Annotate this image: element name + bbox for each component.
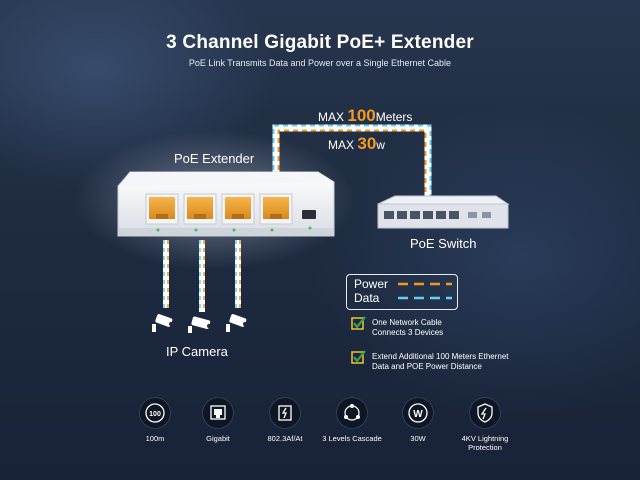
camera-icon [226,314,247,332]
extender-port-1 [145,193,179,232]
extender-label: PoE Extender [174,151,255,166]
power-value: 30 [357,134,377,153]
uplink-cable [272,124,432,206]
icon-label-100m: 100m [145,434,165,443]
page-title: 3 Channel Gigabit PoE+ Extender [166,32,474,53]
distance-prefix: MAX [318,110,345,124]
camera-cable-1 [163,240,169,308]
extender-dc-port [302,210,316,230]
icon-label-8023: 802.3Af/At [267,434,303,443]
extender-port-2 [183,193,217,232]
feature-line: Connects 3 Devices [372,328,444,337]
distance-100m-icon: 100 [140,398,170,428]
standard-8023-icon [270,398,300,428]
icon-label-lightning: 4KV Lightning Protection [452,434,518,452]
icon-label-line: Protection [468,443,502,452]
check-icon [351,316,366,330]
distance-100m-glyph: 100 [149,411,161,418]
legend-power-label: Power [354,277,389,291]
gigabit-port-icon [203,398,233,428]
feature-line: One Network Cable [372,318,442,327]
distance-unit: Meters [375,110,413,124]
icon-label-cascade: 3 Levels Cascade [322,434,382,443]
power-prefix: MAX [328,138,355,152]
icon-label-line: 4KV Lightning [461,434,509,443]
page-subtitle: PoE Link Transmits Data and Power over a… [188,58,452,68]
poe-extender-device [117,171,335,237]
check-icon [351,350,366,364]
poe-switch-device [377,195,510,229]
watt-icon: W [403,398,433,428]
legend-box [346,274,458,310]
camera-label: IP Camera [166,344,228,359]
extender-port-3 [221,193,255,232]
cascade-icon [337,398,367,428]
icon-label-30w: 30W [410,434,426,443]
icon-label-gigabit: Gigabit [206,434,230,443]
feature-line: Extend Additional 100 Meters Ethernet [372,352,509,361]
legend-data-label: Data [354,291,380,305]
switch-label: PoE Switch [410,236,477,251]
feature-item: Extend Additional 100 Meters Ethernet Da… [372,352,509,372]
distance-value: 100 [347,106,376,125]
power-spec: MAX 30w [328,134,385,154]
camera-cable-2 [199,240,205,312]
camera-cable-3 [235,240,241,308]
feature-item: One Network Cable Connects 3 Devices [372,318,443,338]
power-unit: w [376,138,385,152]
watt-glyph: W [413,409,423,420]
lightning-protection-icon [470,398,500,428]
distance-spec: MAX 100Meters [318,106,412,126]
camera-icon [188,316,211,333]
camera-icon [152,314,173,332]
feature-line: Data and POE Power Distance [372,362,482,371]
extender-port-4 [259,193,293,232]
